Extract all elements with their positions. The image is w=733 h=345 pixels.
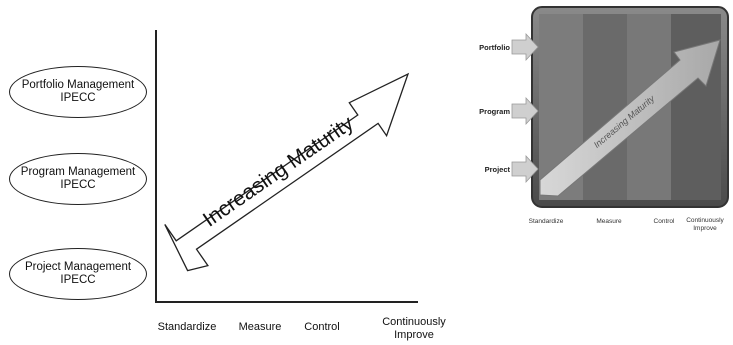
small-level-label-program: Program — [479, 107, 510, 116]
small-maturity-arrow — [539, 39, 721, 197]
level-arrow-portfolio — [511, 32, 539, 62]
horizontal-axis — [155, 301, 418, 303]
level-label: Project Management — [24, 261, 132, 273]
level-label: Program Management — [20, 166, 136, 178]
level-ellipse-project: Project Management IPECC — [9, 248, 147, 300]
level-ellipse-program: Program Management IPECC — [9, 153, 147, 205]
stage-label-measure: Measure — [238, 321, 282, 333]
maturity-arrow-shape — [164, 72, 410, 272]
vertical-axis — [155, 30, 157, 302]
small-stage-label-control: Control — [654, 218, 676, 225]
stage-label-control: Control — [304, 321, 340, 333]
maturity-arrow-label: Increasing Maturity — [199, 111, 358, 231]
stage-label-standardize: Standardize — [157, 321, 217, 333]
level-arrow-program — [511, 96, 539, 126]
stage-label-continuously-improve: Continuously Improve — [382, 316, 446, 341]
column-band-2 — [583, 14, 627, 200]
small-stage-label-improve: Improve — [693, 225, 717, 232]
small-level-label-project: Project — [485, 165, 511, 174]
level-sublabel: IPECC — [60, 274, 96, 286]
small-stage-label-measure: Measure — [596, 218, 622, 225]
level-sublabel: IPECC — [60, 179, 96, 191]
small-maturity-diagram: Portfolio Program Project Increasing Mat… — [479, 6, 729, 232]
small-level-label-portfolio: Portfolio — [479, 43, 510, 52]
level-sublabel: IPECC — [60, 92, 96, 104]
level-arrow-project — [511, 154, 539, 184]
small-stage-label-continuously: Continuously — [686, 217, 724, 224]
level-ellipse-portfolio: Portfolio Management IPECC — [9, 66, 147, 118]
level-label: Portfolio Management — [21, 79, 135, 91]
small-stage-label-standardize: Standardize — [529, 218, 564, 225]
